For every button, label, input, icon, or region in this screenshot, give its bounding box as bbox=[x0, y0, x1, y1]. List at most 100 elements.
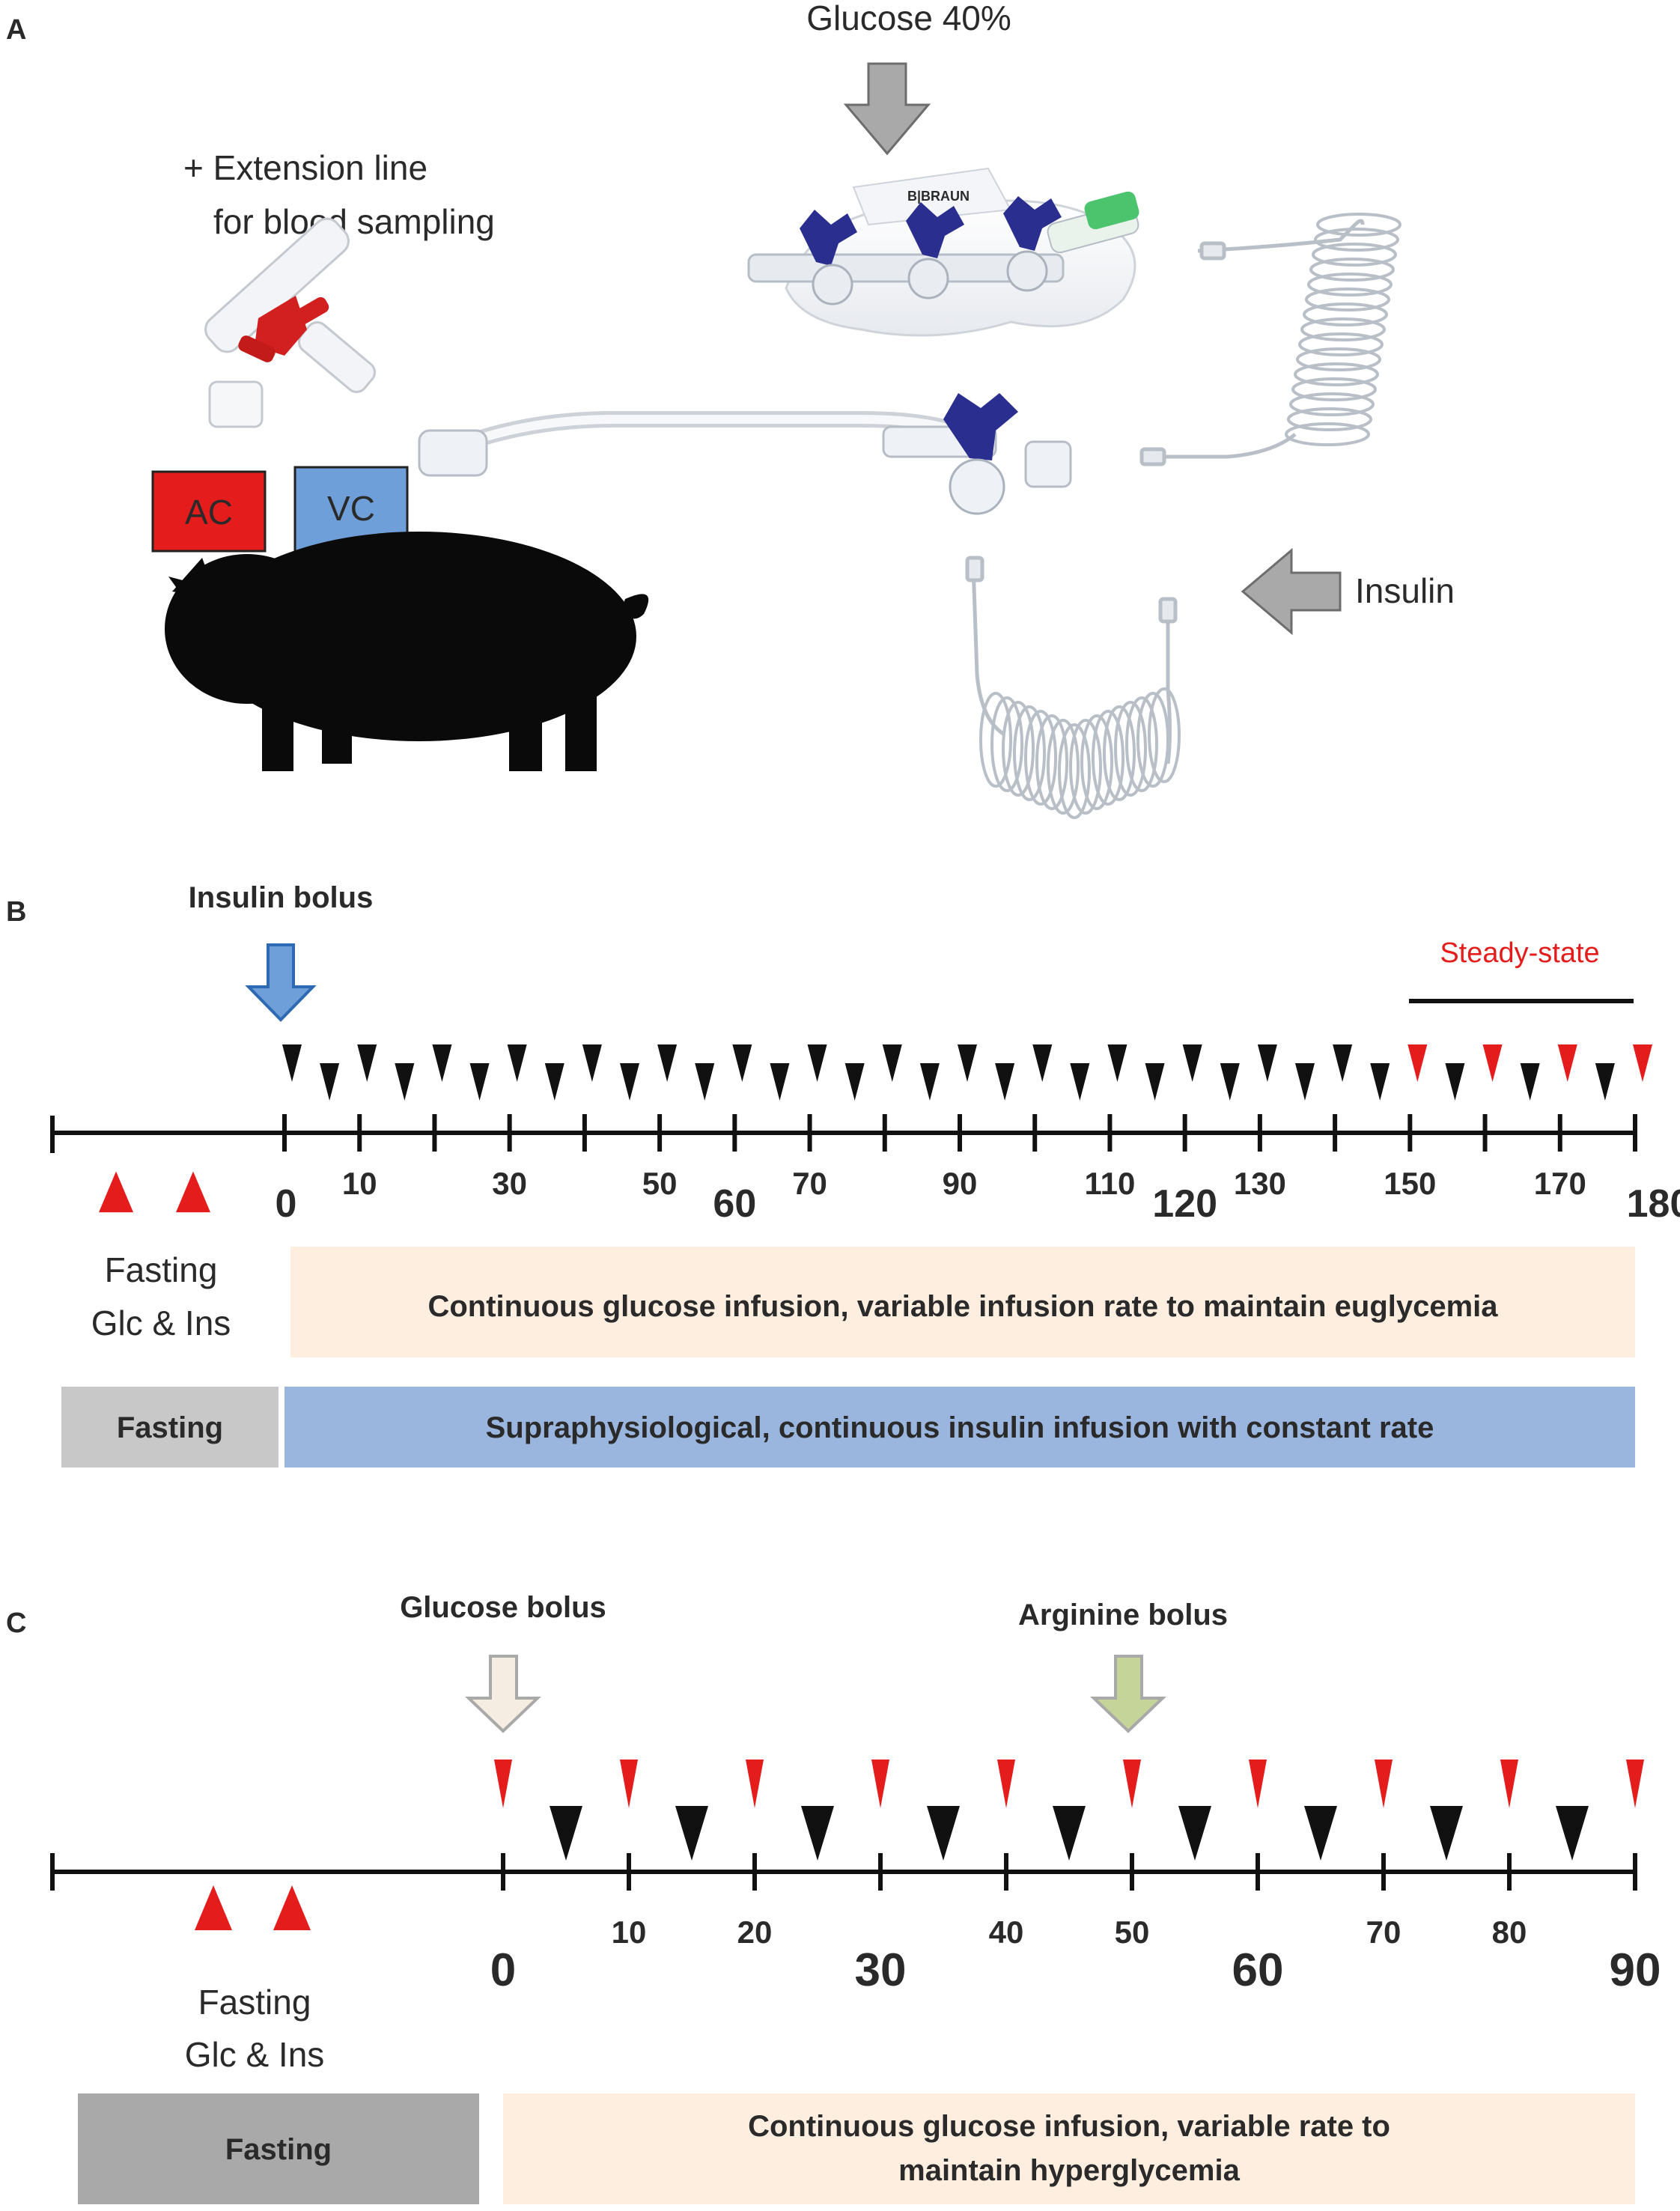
insulin-infusion-bar bbox=[284, 1387, 1635, 1468]
ac-label: AC bbox=[185, 493, 233, 532]
coil-loop bbox=[1047, 719, 1080, 815]
glucose-infusion-label: Continuous glucose infusion, variable in… bbox=[427, 1290, 1498, 1323]
sample-marker bbox=[320, 1063, 340, 1101]
fasting-glc-ins-label-2: Glc & Ins bbox=[91, 1304, 231, 1342]
coil-loop bbox=[1312, 243, 1397, 267]
red-sample-marker bbox=[1123, 1760, 1141, 1808]
timeline-b-tick-label: 150 bbox=[1384, 1166, 1436, 1201]
sample-marker bbox=[357, 1044, 377, 1082]
timeline-c-samples bbox=[494, 1760, 1644, 1861]
coil-loop bbox=[1296, 347, 1381, 371]
panel-a: A Glucose 40% + Extension line for blood… bbox=[6, 0, 1455, 819]
sample-marker bbox=[958, 1044, 977, 1082]
sample-marker bbox=[432, 1044, 452, 1082]
coil-loop bbox=[1080, 714, 1113, 810]
upper-coiled-line-icon bbox=[1139, 219, 1365, 466]
glucose-infusion-bar bbox=[290, 1247, 1635, 1357]
red-stopcock-icon bbox=[204, 217, 377, 428]
coil-loop bbox=[1300, 317, 1386, 341]
timeline-b-tick-label: 30 bbox=[492, 1166, 527, 1201]
insulin-label: Insulin bbox=[1355, 571, 1455, 610]
arginine-bolus-label: Arginine bolus bbox=[1018, 1599, 1228, 1631]
timeline-b-tick-label: 60 bbox=[713, 1182, 756, 1226]
glucose-arrow bbox=[843, 62, 931, 156]
fasting-glc-ins-c-label-2: Glc & Ins bbox=[185, 2035, 325, 2074]
black-sample-marker bbox=[801, 1806, 834, 1861]
timeline-c-tick-label: 90 bbox=[1610, 1944, 1661, 1996]
black-sample-marker bbox=[1556, 1806, 1589, 1861]
panel-c-label: C bbox=[6, 1608, 26, 1639]
coil-loop bbox=[1002, 701, 1035, 797]
fasting-sample-marker bbox=[195, 1885, 232, 1930]
manifold-icon: B|BRAUN bbox=[747, 167, 1139, 337]
glucose-bolus-arrow bbox=[465, 1655, 541, 1733]
sample-marker bbox=[1370, 1063, 1390, 1101]
steady-state-sample-marker bbox=[1407, 1044, 1428, 1082]
insulin-bolus-arrow bbox=[245, 943, 317, 1022]
sample-marker bbox=[282, 1044, 302, 1082]
timeline-b-tick-label: 10 bbox=[342, 1166, 377, 1201]
sample-marker bbox=[1070, 1063, 1090, 1101]
steady-state-sample-marker bbox=[1633, 1044, 1652, 1082]
insulin-infusion-label: Supraphysiological, continuous insulin i… bbox=[486, 1411, 1434, 1444]
extension-line-label-2: for blood sampling bbox=[213, 202, 495, 241]
fasting-sample-marker bbox=[99, 1171, 133, 1213]
coil-loop bbox=[1303, 302, 1388, 326]
coil-loop bbox=[1285, 422, 1370, 446]
black-sample-marker bbox=[550, 1806, 582, 1861]
glucose-bolus-label: Glucose bolus bbox=[400, 1591, 606, 1624]
timeline-c-tick-label: 10 bbox=[612, 1915, 647, 1950]
sample-marker bbox=[395, 1063, 415, 1101]
sample-marker bbox=[620, 1063, 639, 1101]
timeline-c-tick-label: 70 bbox=[1366, 1915, 1401, 1950]
ac-catheter-box bbox=[151, 470, 267, 553]
fasting-glc-ins-label-1: Fasting bbox=[105, 1250, 218, 1289]
timeline-b-tick-label: 120 bbox=[1152, 1182, 1217, 1226]
coil-loop bbox=[1125, 696, 1158, 792]
coil-loop bbox=[1103, 705, 1136, 801]
black-sample-marker bbox=[927, 1806, 960, 1861]
fasting-bar-b-label: Fasting bbox=[117, 1411, 223, 1444]
pig-silhouette-icon bbox=[165, 532, 649, 771]
coil-loop bbox=[1307, 273, 1393, 296]
sample-marker bbox=[844, 1063, 865, 1101]
coil-loop bbox=[990, 696, 1023, 792]
fasting-sample-marker bbox=[273, 1885, 311, 1930]
sample-marker bbox=[657, 1044, 678, 1082]
steady-state-label: Steady-state bbox=[1440, 937, 1599, 969]
sample-marker bbox=[695, 1063, 715, 1101]
red-sample-marker bbox=[871, 1760, 889, 1808]
panel-a-label: A bbox=[6, 14, 26, 46]
fasting-bar-c bbox=[78, 2093, 479, 2204]
timeline-c-tick-label: 40 bbox=[989, 1915, 1024, 1950]
timeline-b-ticks: 1030507090110130150170060120180 bbox=[276, 1114, 1680, 1226]
timeline-c-tick-label: 60 bbox=[1232, 1944, 1284, 1996]
fasting-sample-marker bbox=[176, 1171, 210, 1213]
insulin-bolus-label: Insulin bolus bbox=[189, 881, 374, 914]
sample-marker bbox=[919, 1063, 940, 1101]
sample-marker bbox=[995, 1063, 1015, 1101]
red-sample-marker bbox=[620, 1760, 638, 1808]
coil-loop bbox=[1035, 714, 1068, 810]
coil-loop bbox=[1013, 705, 1046, 801]
lower-coil-loops bbox=[979, 687, 1181, 819]
steady-state-sample-marker bbox=[1557, 1044, 1577, 1082]
arginine-bolus-arrow bbox=[1090, 1655, 1166, 1733]
extension-line-label-1: + Extension line bbox=[183, 148, 427, 187]
timeline-c-tick-label: 20 bbox=[737, 1915, 773, 1950]
timeline-b-tick-label: 130 bbox=[1234, 1166, 1286, 1201]
black-sample-marker bbox=[1430, 1806, 1463, 1861]
black-sample-marker bbox=[1178, 1806, 1211, 1861]
coil-loop bbox=[1287, 407, 1372, 431]
coil-loop bbox=[1092, 710, 1124, 806]
coil-loop bbox=[1316, 213, 1401, 237]
coil-loop bbox=[1148, 687, 1181, 783]
sample-marker bbox=[1107, 1044, 1127, 1082]
vc-label: VC bbox=[327, 489, 375, 528]
upper-coil-loops bbox=[1285, 213, 1401, 446]
insulin-arrow bbox=[1241, 547, 1342, 636]
coil-loop bbox=[1305, 288, 1390, 311]
timeline-b-tick-label: 90 bbox=[943, 1166, 978, 1201]
